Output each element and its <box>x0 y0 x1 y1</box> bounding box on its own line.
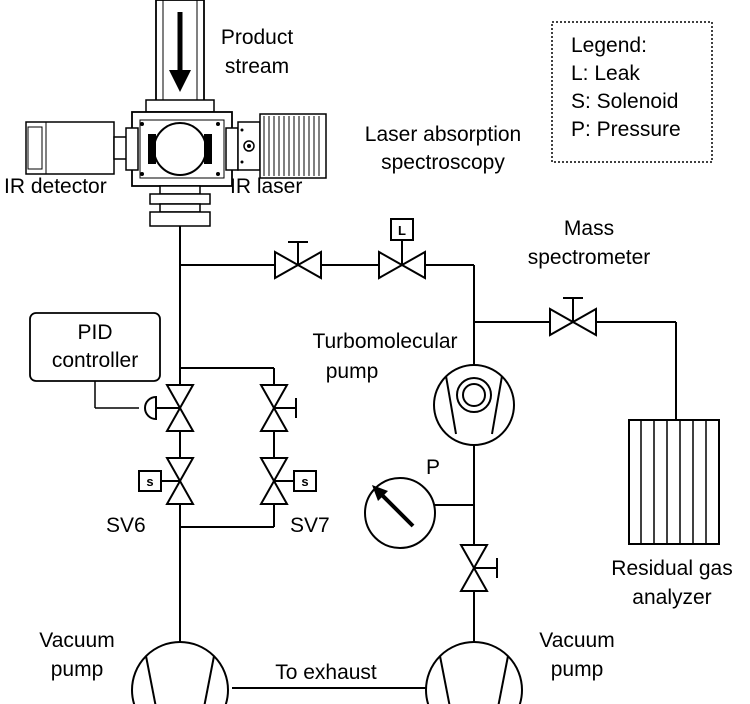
ir-detector-label: IR detector <box>4 175 107 198</box>
mass-spectrometer-label-line1: Mass <box>564 217 614 240</box>
ir-laser-icon <box>237 113 327 179</box>
vacuum-pump-left-label-line1: Vacuum <box>39 629 114 652</box>
vacuum-pump-right-label-line1: Vacuum <box>539 629 614 652</box>
residual-gas-analyzer-icon <box>628 419 720 545</box>
residual-gas-analyzer-label-line2: analyzer <box>632 586 711 609</box>
product-stream-label-line2: stream <box>225 55 289 78</box>
sv7-solenoid-tag: S <box>301 474 308 489</box>
residual-gas-analyzer-label-line1: Residual gas <box>611 557 732 580</box>
valve-icon <box>459 544 498 592</box>
ir-detector-icon <box>25 121 131 175</box>
valve-icon <box>259 384 297 432</box>
legend-item-leak: L: Leak <box>571 62 640 85</box>
leak-valve-icon <box>378 218 426 280</box>
pump-icon <box>131 641 229 704</box>
valve-icon <box>274 241 322 280</box>
sv6-label: SV6 <box>106 514 146 537</box>
ir-laser-label: IR laser <box>230 175 302 198</box>
to-exhaust-label: To exhaust <box>275 661 377 684</box>
vacuum-pump-right-label-line2: pump <box>551 658 604 681</box>
turbomolecular-pump-icon <box>433 364 515 446</box>
sv6-solenoid-tag: S <box>146 474 153 489</box>
solenoid-valve-sv7-icon <box>259 457 317 505</box>
pressure-gauge-label: P <box>426 456 440 479</box>
laser-absorption-label-line1: Laser absorption <box>365 123 521 146</box>
turbomolecular-pump-label-line2: pump <box>326 360 379 383</box>
sv7-label: SV7 <box>290 514 330 537</box>
pid-controller-label-line2: controller <box>52 349 138 372</box>
valve-icon <box>549 297 597 337</box>
arrow-down-icon <box>169 12 191 92</box>
product-stream-label-line1: Product <box>221 26 294 49</box>
pressure-gauge-icon <box>364 477 436 549</box>
legend-item-solenoid: S: Solenoid <box>571 90 678 113</box>
laser-absorption-label-line2: spectroscopy <box>381 151 505 174</box>
vacuum-pump-left-label-line2: pump <box>51 658 104 681</box>
turbomolecular-pump-label-line1: Turbomolecular <box>312 330 457 353</box>
pid-controller: PID controller <box>29 312 161 382</box>
solenoid-valve-sv6-icon <box>138 457 195 505</box>
pump-icon <box>425 641 523 704</box>
leak-tag-label: L <box>398 223 406 238</box>
legend: Legend: L: Leak S: Solenoid P: Pressure <box>551 21 713 163</box>
labels: Product stream Laser absorption spectros… <box>4 26 733 684</box>
pid-controller-label-line1: PID <box>77 321 112 344</box>
legend-title: Legend: <box>571 34 647 57</box>
control-valve-icon <box>144 384 195 432</box>
mass-spectrometer-label-line2: spectrometer <box>528 246 651 269</box>
spectroscopy-cell-icon <box>125 111 239 227</box>
legend-item-pressure: P: Pressure <box>571 118 681 141</box>
